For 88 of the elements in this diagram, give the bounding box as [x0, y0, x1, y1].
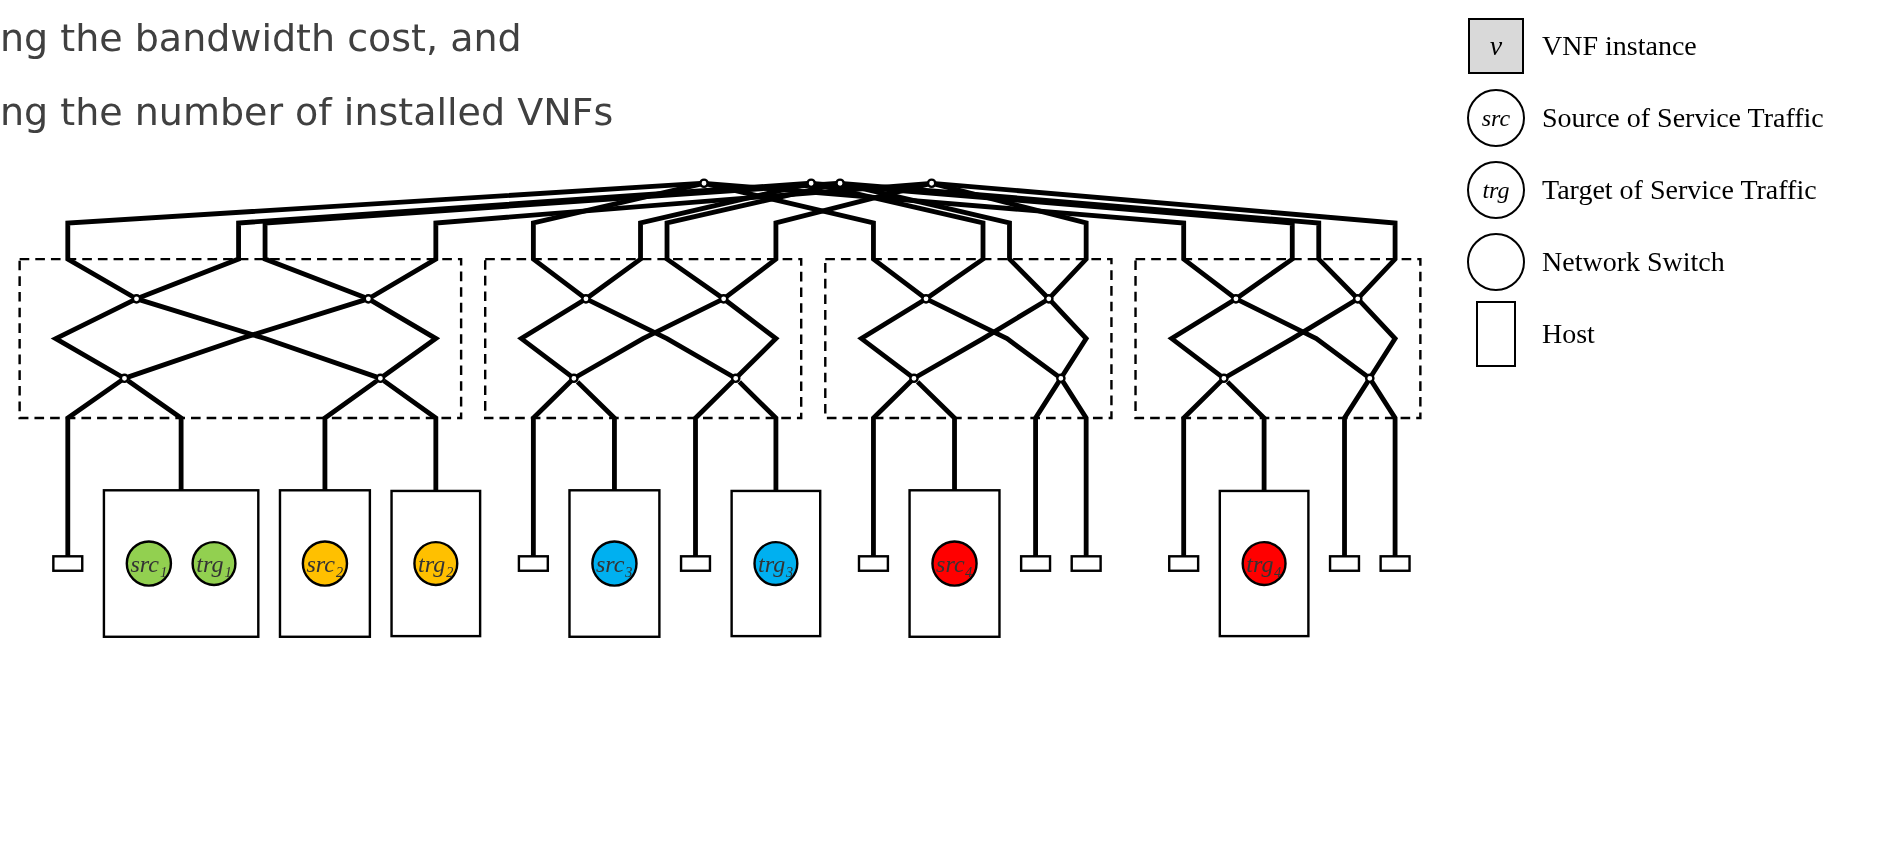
node-circle — [730, 373, 741, 384]
cluster — [390, 489, 482, 638]
connector — [871, 379, 914, 557]
heading-text: ng the number of installed VNFs — [0, 90, 614, 134]
node-circle — [806, 178, 816, 189]
connector — [588, 298, 734, 379]
legend-circle-symbol: trg — [1467, 161, 1525, 219]
node-circle — [569, 373, 579, 384]
node-box — [1379, 555, 1411, 572]
connector — [65, 181, 701, 300]
node-circle — [1364, 373, 1375, 384]
node-circle: src₃ — [591, 540, 638, 587]
connector — [843, 181, 1357, 298]
node-circle — [718, 294, 729, 304]
connector — [1238, 298, 1369, 379]
node-box — [1168, 555, 1200, 572]
connector — [814, 181, 1295, 299]
connector — [370, 181, 929, 300]
cluster — [18, 257, 463, 420]
node-circle — [581, 294, 591, 304]
node-circle — [699, 178, 709, 189]
node-circle — [926, 178, 937, 189]
node-box — [1328, 555, 1361, 572]
node-circle — [119, 373, 130, 384]
connector — [575, 298, 722, 379]
legend-text: Host — [1542, 318, 1595, 350]
node-circle: trg₃ — [753, 540, 799, 587]
connector — [126, 378, 184, 491]
node-circle: trg₁ — [191, 540, 237, 587]
cluster — [730, 489, 822, 638]
cluster — [102, 489, 260, 638]
node-box — [679, 555, 712, 572]
connector — [1225, 380, 1267, 491]
node-circle: trg₄ — [1241, 540, 1287, 587]
connector — [915, 380, 957, 491]
legend-text: Network Switch — [1542, 246, 1725, 278]
connector — [693, 379, 735, 557]
node-box — [1070, 555, 1102, 572]
connector — [1342, 380, 1370, 557]
connector — [65, 378, 123, 557]
connector — [382, 378, 439, 491]
connector — [1369, 380, 1398, 557]
connector — [1033, 380, 1061, 557]
node-circle: src₄ — [931, 540, 978, 587]
legend-circle-symbol: src — [1467, 89, 1525, 147]
node-circle — [1352, 294, 1363, 304]
node-box — [857, 555, 890, 572]
connector — [575, 380, 617, 491]
connector — [262, 181, 837, 300]
connector — [1181, 379, 1223, 557]
legend-text: VNF instance — [1542, 30, 1697, 62]
connector — [1225, 298, 1356, 379]
node-circle — [363, 294, 374, 304]
legend-text: Target of Service Traffic — [1542, 174, 1817, 206]
cluster — [568, 489, 661, 638]
cluster — [908, 489, 1001, 638]
connector — [530, 379, 573, 557]
connector — [935, 181, 1398, 298]
cluster — [484, 257, 803, 420]
node-circle: trg₂ — [413, 540, 459, 587]
connector — [737, 380, 779, 491]
node-circle — [1231, 294, 1241, 304]
connector — [915, 298, 1047, 379]
heading-text: ng the bandwidth cost, and — [0, 16, 523, 60]
node-circle — [375, 373, 386, 384]
node-circle — [909, 373, 919, 384]
node-circle — [1044, 294, 1054, 304]
legend-swatch: v — [1468, 18, 1524, 74]
node-circle — [921, 294, 931, 304]
legend-text: Source of Service Traffic — [1542, 102, 1824, 134]
node-circle: src₁ — [125, 540, 173, 587]
node-box — [517, 555, 549, 572]
node-circle — [131, 294, 142, 304]
node-box — [1019, 555, 1052, 572]
node-box — [52, 555, 84, 572]
node-circle — [1219, 373, 1229, 384]
node-circle — [835, 178, 845, 189]
connector — [928, 298, 1060, 379]
connector — [322, 378, 379, 491]
cluster — [278, 489, 372, 638]
connector — [139, 181, 808, 300]
cluster — [824, 257, 1113, 420]
cluster — [1134, 257, 1422, 420]
cluster — [1218, 489, 1310, 638]
node-circle: src₂ — [301, 540, 349, 587]
connector — [707, 181, 1235, 299]
connector — [1060, 380, 1089, 557]
node-circle — [1056, 373, 1066, 384]
